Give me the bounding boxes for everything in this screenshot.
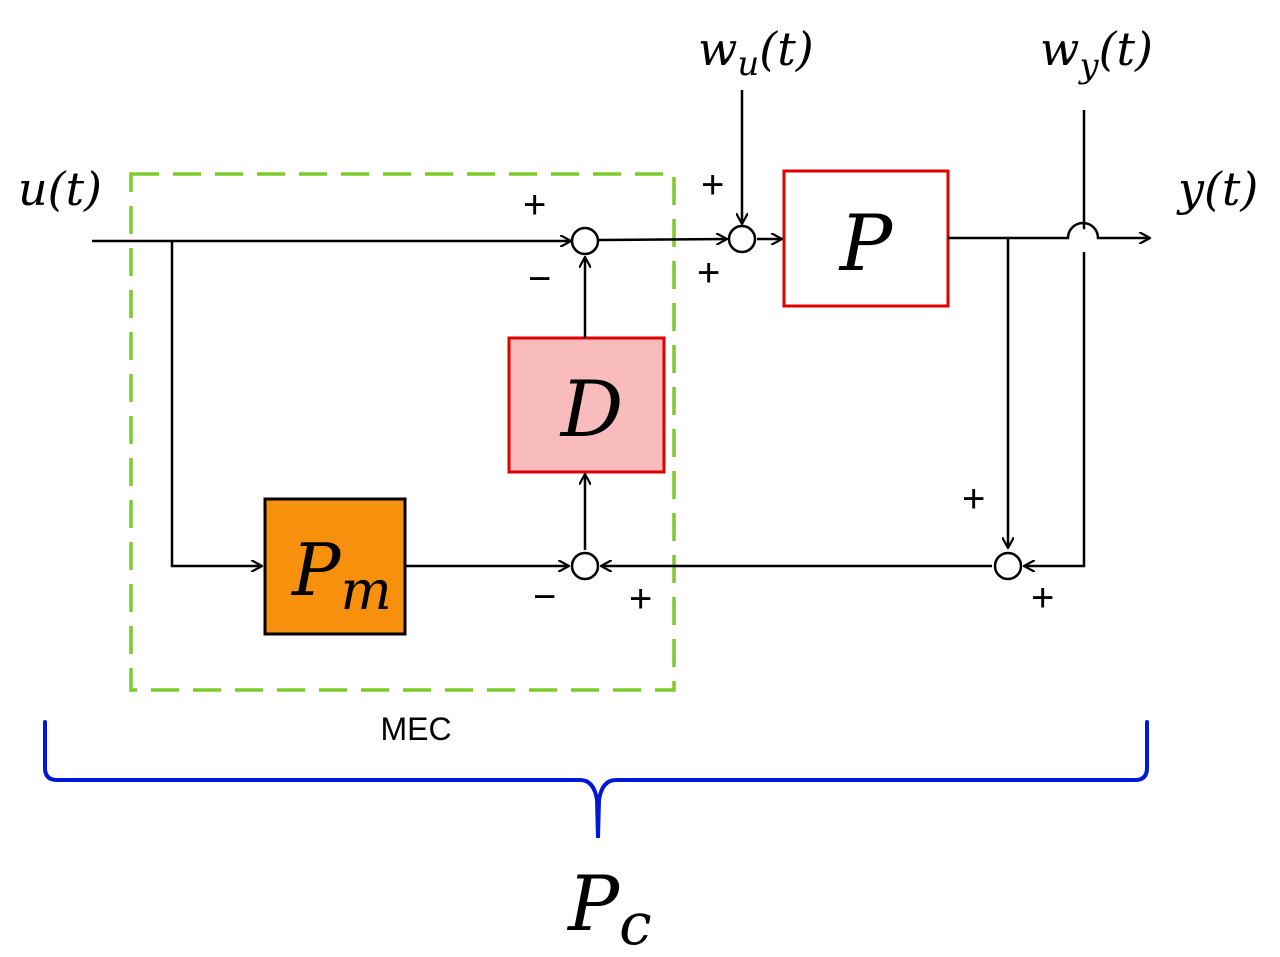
sum-junction-1 [570,226,600,256]
sum1-plus-sign: + [523,183,546,227]
filter-block [507,336,666,474]
wy-wire [1082,110,1086,230]
input-branch-wire [170,241,262,566]
disturbance-y-label: wy(t) [1040,22,1153,86]
sum-junction-4 [993,551,1023,581]
wy-down-wire [1024,252,1086,566]
sum4-plus-top-sign: + [962,477,985,521]
output-wire [948,221,1150,238]
sum3-minus-sign: − [533,575,556,619]
sum-junction-3 [570,551,600,581]
disturbance-u-label: wu(t) [698,22,814,84]
mec-label: MEC [380,711,451,747]
mec-group-box [129,172,676,692]
sum-junction-2 [727,224,757,254]
output-signal-label: y(t) [1176,162,1258,216]
model-label: Pm [290,528,392,622]
sum1-to-sum2-wire [598,239,727,240]
pc-label: Pc [566,859,652,957]
sum1-minus-sign: − [528,257,551,301]
sum2-plus-top-sign: + [701,163,724,207]
sum2-plus-bottom-sign: + [697,251,720,295]
pc-brace [43,720,1149,839]
input-signal-label: u(t) [18,162,102,216]
sum3-plus-sign: + [629,577,652,621]
plant-label: P [838,199,894,289]
model-block [263,497,407,636]
sum4-plus-bottom-sign: + [1031,576,1054,620]
filter-label: D [559,365,624,455]
